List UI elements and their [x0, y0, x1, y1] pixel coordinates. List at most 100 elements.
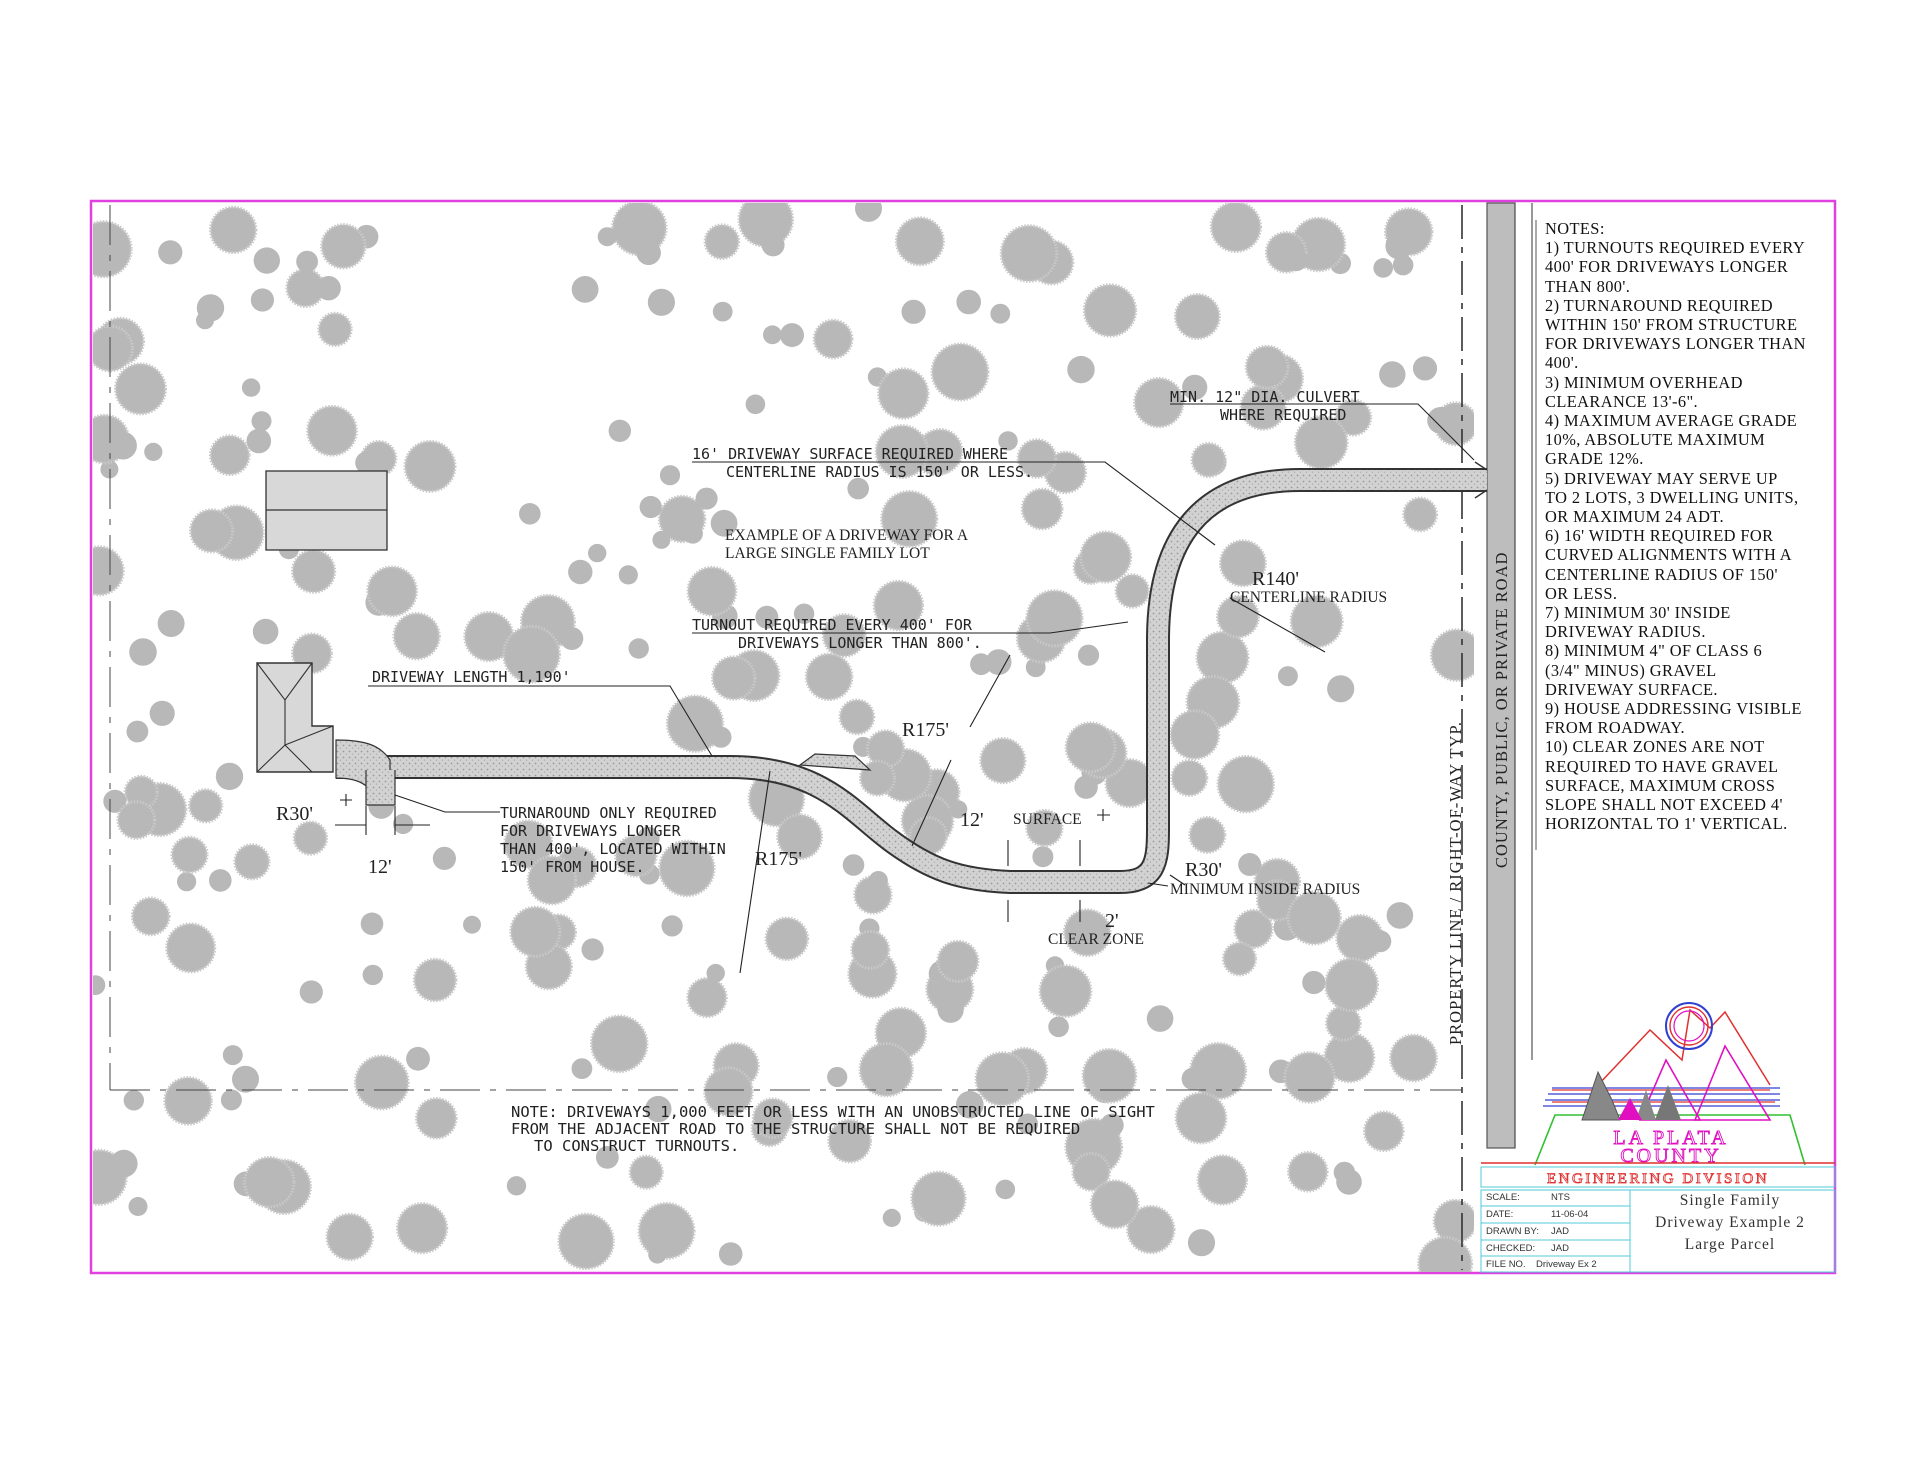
tree-field: [93, 203, 1474, 1272]
r140-label: R140': [1252, 568, 1299, 590]
tree: [838, 698, 876, 736]
tree: [1412, 356, 1438, 381]
tree: [804, 652, 854, 702]
tree: [850, 929, 891, 970]
tree: [659, 465, 681, 486]
tree: [292, 820, 329, 856]
tree: [1379, 361, 1406, 388]
tree: [1216, 594, 1260, 639]
tree: [215, 762, 244, 791]
tree: [560, 627, 584, 650]
tree: [937, 996, 964, 1023]
tree: [990, 303, 1011, 324]
tree: [246, 428, 272, 454]
tree: [686, 976, 728, 1019]
tree: [103, 789, 127, 813]
tree: [1389, 1033, 1438, 1083]
tree: [872, 579, 925, 632]
tree: [568, 559, 593, 585]
tree: [1324, 957, 1379, 1013]
drawing-title-line1: Single Family: [1679, 1192, 1781, 1209]
tree: [847, 477, 869, 500]
tree: [502, 624, 561, 684]
tree: [170, 835, 209, 874]
tree: [1188, 816, 1227, 854]
county-logo: LA PLATA COUNTY: [1534, 1002, 1806, 1167]
tree: [1209, 203, 1262, 253]
tree: [325, 1212, 374, 1262]
checked-value: JAD: [1551, 1243, 1569, 1254]
tree: [362, 964, 383, 986]
note-item: 7) MINIMUM 30' INSIDE DRIVEWAY RADIUS.: [1545, 603, 1731, 642]
tree: [250, 288, 274, 312]
drawn-by-label: DRAWN BY:: [1486, 1226, 1539, 1237]
tree: [949, 800, 968, 819]
turnaround-label-4: 150' FROM HOUSE.: [500, 858, 645, 876]
two-ft-label: 2': [1105, 910, 1119, 932]
tree: [1025, 657, 1046, 678]
tree: [711, 655, 757, 701]
tree: [882, 1208, 901, 1227]
bottom-note-3: TO CONSTRUCT TURNOUTS.: [534, 1137, 739, 1155]
tree: [463, 915, 481, 934]
tree: [617, 207, 640, 230]
tree: [703, 223, 741, 260]
tree: [588, 543, 607, 563]
tree: [557, 1212, 615, 1271]
tree: [241, 378, 261, 397]
tree: [165, 922, 217, 974]
tree: [639, 495, 662, 519]
drawn-by-value: JAD: [1551, 1226, 1569, 1237]
tree: [1048, 1016, 1069, 1038]
culvert-label: MIN. 12" DIA. CULVERT: [1170, 388, 1360, 406]
surface16-label-2: CENTERLINE RADIUS IS 150' OR LESS.: [726, 463, 1033, 481]
tree: [296, 250, 318, 273]
tree: [158, 240, 183, 265]
tree: [1187, 1229, 1216, 1257]
tree: [979, 737, 1027, 785]
tree: [253, 247, 280, 274]
tree: [706, 963, 725, 983]
tree: [1181, 1067, 1205, 1091]
tree: [317, 311, 353, 348]
tree: [1336, 1169, 1362, 1195]
drawing-labels: MIN. 12" DIA. CULVERT WHERE REQUIRED 16'…: [276, 388, 1387, 1155]
tree: [1283, 1051, 1336, 1104]
tree: [710, 509, 738, 537]
note-item: 1) TURNOUTS REQUIRED EVERY 400' FOR DRIV…: [1545, 238, 1806, 296]
shed: [265, 470, 388, 551]
r30-right-label: R30': [1185, 859, 1222, 881]
tree: [970, 653, 992, 676]
tree: [1190, 441, 1227, 479]
tree: [595, 1146, 619, 1169]
tree: [581, 938, 604, 961]
tree: [1363, 1110, 1405, 1153]
turnout-label: TURNOUT REQUIRED EVERY 400' FOR: [692, 616, 973, 634]
tree: [1392, 254, 1414, 276]
tree: [196, 294, 225, 322]
tree: [1284, 248, 1308, 272]
turnout: [798, 753, 872, 771]
tree: [1196, 1154, 1249, 1206]
date-value: 11-06-04: [1551, 1209, 1589, 1220]
tree: [392, 612, 441, 661]
tree: [396, 1202, 449, 1255]
tree: [618, 565, 638, 585]
culvert-symbol: [1474, 461, 1488, 499]
tree: [628, 638, 649, 659]
tree: [1287, 1151, 1329, 1193]
tree: [144, 442, 163, 461]
tree: [209, 205, 258, 255]
tree: [360, 912, 384, 936]
tree: [1170, 759, 1209, 797]
driveway-length-label: DRIVEWAY LENGTH 1,190': [372, 668, 571, 686]
tree: [936, 939, 980, 983]
turnaround-leg: [365, 770, 396, 806]
note-item: 10) CLEAR ZONES ARE NOT REQUIRED TO HAVE…: [1545, 737, 1788, 834]
tree: [1427, 407, 1454, 434]
tree: [1064, 721, 1117, 774]
tree: [1174, 1091, 1228, 1145]
tree: [1025, 808, 1064, 848]
tree: [597, 227, 617, 247]
sheet-border: [89, 199, 1837, 1275]
